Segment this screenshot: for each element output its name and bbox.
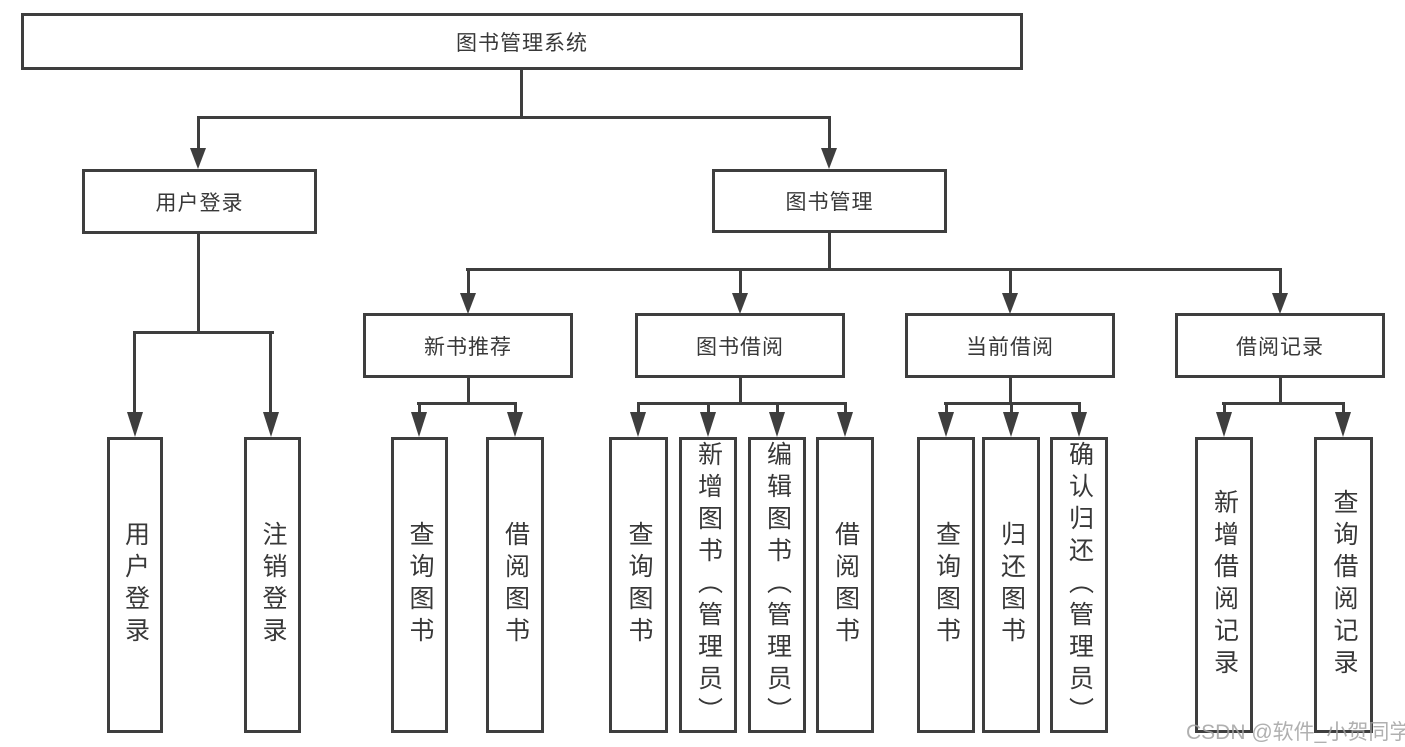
node-new-books: 新书推荐 (363, 313, 573, 378)
connector-leaf (637, 402, 640, 414)
node-borrow-records-label: 借阅记录 (1236, 335, 1324, 359)
node-user-login: 用户登录 (82, 169, 317, 234)
leaf-cb-query-label: 查询图书 (932, 521, 961, 649)
leaf-br-add-label: 新增借阅记录 (1210, 489, 1239, 681)
connector-to-book-borrow (739, 268, 742, 295)
arrow-down-icon (460, 293, 476, 314)
leaf-cb-return-label: 归还图书 (997, 521, 1026, 649)
connector-user-stem (197, 234, 200, 333)
leaf-bb-edit-label: 编辑图书（管理员） (763, 441, 792, 729)
leaf-bb-query-label: 查询图书 (625, 521, 653, 649)
connector-cb-stem (1009, 378, 1012, 404)
leaf-cb-confirm-label: 确认归还（管理员） (1065, 441, 1094, 729)
arrow-down-icon (700, 412, 716, 437)
connector-to-new-books (467, 268, 470, 295)
arrow-down-icon (263, 412, 279, 437)
node-user-login-label: 用户登录 (155, 191, 244, 215)
connector-root-bar (197, 116, 831, 119)
connector-leaf (133, 331, 136, 414)
node-book-borrow-label: 图书借阅 (696, 335, 784, 359)
connector-br-stem (1279, 378, 1282, 404)
connector-user-bar (133, 331, 274, 334)
connector-leaf (844, 402, 847, 414)
leaf-nb-query: 查询图书 (391, 437, 448, 733)
connector-nb-stem (467, 378, 470, 404)
arrow-down-icon (821, 148, 837, 169)
leaf-br-add: 新增借阅记录 (1195, 437, 1253, 733)
arrow-down-icon (1272, 293, 1288, 314)
leaf-bb-edit: 编辑图书（管理员） (748, 437, 806, 733)
connector-to-user-login (197, 116, 200, 149)
leaf-bb-borrow: 借阅图书 (816, 437, 874, 733)
connector-leaf (776, 402, 779, 414)
leaf-nb-borrow: 借阅图书 (486, 437, 544, 733)
connector-leaf (1078, 402, 1081, 414)
arrow-down-icon (732, 293, 748, 314)
arrow-down-icon (1003, 412, 1019, 437)
connector-mgmt-bar (466, 268, 1282, 271)
arrow-down-icon (837, 412, 853, 437)
node-book-borrow: 图书借阅 (635, 313, 845, 378)
connector-leaf (418, 402, 421, 414)
connector-leaf (1223, 402, 1226, 414)
arrow-down-icon (127, 412, 143, 437)
leaf-bb-query: 查询图书 (609, 437, 668, 733)
arrow-down-icon (769, 412, 785, 437)
leaf-br-query: 查询借阅记录 (1314, 437, 1373, 733)
node-current-borrow-label: 当前借阅 (966, 335, 1054, 359)
connector-br-bar (1222, 402, 1345, 405)
node-book-mgmt: 图书管理 (712, 169, 947, 233)
connector-root-stem (520, 70, 523, 119)
leaf-bb-add-label: 新增图书（管理员） (694, 441, 723, 729)
leaf-nb-query-label: 查询图书 (406, 521, 434, 649)
connector-leaf (707, 402, 710, 414)
arrow-down-icon (190, 148, 206, 169)
arrow-down-icon (938, 412, 954, 437)
arrow-down-icon (1216, 412, 1232, 437)
leaf-cb-query: 查询图书 (917, 437, 975, 733)
node-book-mgmt-label: 图书管理 (785, 191, 874, 214)
leaf-bb-add: 新增图书（管理员） (679, 437, 737, 733)
leaf-cb-return: 归还图书 (982, 437, 1040, 733)
csdn-watermark: CSDN @软件_小贺同学 (1186, 721, 1405, 744)
leaf-logout-label: 注销登录 (259, 521, 287, 649)
connector-to-book-mgmt (828, 116, 831, 149)
connector-to-current-borrow (1009, 268, 1012, 295)
connector-bb-bar (637, 402, 846, 405)
node-current-borrow: 当前借阅 (905, 313, 1115, 378)
arrow-down-icon (1002, 293, 1018, 314)
connector-bb-stem (739, 378, 742, 404)
leaf-cb-confirm: 确认归还（管理员） (1050, 437, 1108, 733)
connector-leaf (1342, 402, 1345, 414)
connector-leaf (945, 402, 948, 414)
leaf-user-login: 用户登录 (107, 437, 163, 733)
connector-nb-bar (417, 402, 517, 405)
connector-leaf (514, 402, 517, 414)
connector-mgmt-stem (828, 233, 831, 270)
leaf-bb-borrow-label: 借阅图书 (831, 521, 860, 649)
arrow-down-icon (1335, 412, 1351, 437)
arrow-down-icon (507, 412, 523, 437)
leaf-nb-borrow-label: 借阅图书 (501, 521, 530, 649)
node-borrow-records: 借阅记录 (1175, 313, 1385, 378)
node-new-books-label: 新书推荐 (424, 335, 512, 359)
leaf-user-login-label: 用户登录 (121, 521, 150, 649)
connector-to-borrow-records (1279, 268, 1282, 295)
connector-leaf (1010, 402, 1013, 414)
node-root: 图书管理系统 (21, 13, 1023, 70)
arrow-down-icon (411, 412, 427, 437)
node-root-label: 图书管理系统 (456, 31, 588, 55)
leaf-br-query-label: 查询借阅记录 (1330, 489, 1358, 681)
arrow-down-icon (1071, 412, 1087, 437)
arrow-down-icon (630, 412, 646, 437)
leaf-logout: 注销登录 (244, 437, 301, 733)
connector-leaf (269, 331, 272, 414)
